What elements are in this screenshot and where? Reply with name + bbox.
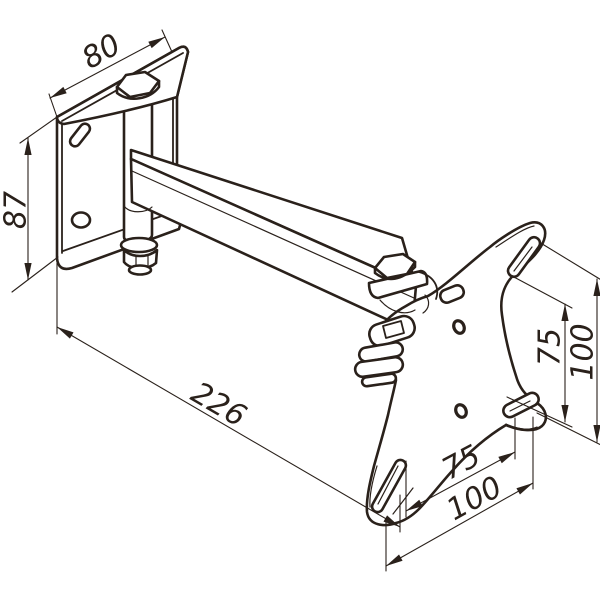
vesa-edge-detail-bottom — [392, 487, 414, 515]
vesa-edge-detail-bottom-left — [369, 465, 378, 508]
elbow-joint — [353, 252, 466, 388]
wall-plate-keyhole-slot — [68, 122, 92, 148]
elbow-bolt-hex-head — [373, 252, 417, 280]
dimension-vesa-vertical-100: 100 — [536, 241, 600, 446]
vesa-hole-lower — [454, 403, 468, 419]
arrowhead — [55, 323, 74, 339]
vesa-plate — [365, 221, 548, 527]
pivot-tube-washer — [119, 236, 159, 254]
arrowhead — [498, 448, 517, 464]
vesa-slot-bottom-left-inner — [377, 465, 399, 505]
extension-line — [538, 241, 600, 280]
dimension-plate-height: 87 — [0, 116, 59, 293]
mounting-bolt-top — [115, 70, 161, 100]
vesa-hole-upper — [452, 319, 466, 335]
extension-line — [161, 29, 173, 53]
extension-line — [11, 256, 59, 293]
arrowhead — [384, 554, 403, 570]
dimension-label-87: 87 — [0, 191, 34, 229]
extension-line — [511, 275, 573, 309]
dimension-line — [385, 482, 534, 567]
arm-sleeve-arc — [123, 205, 153, 213]
top-bolt-hex-head — [115, 70, 161, 99]
vesa-plate-outline — [365, 221, 548, 527]
tilt-clamp-cap — [360, 372, 398, 388]
wall-plate-screw-hole — [70, 211, 92, 229]
elbow-hinge-curve-1 — [418, 271, 439, 300]
arrowhead — [561, 405, 569, 422]
extension-line — [506, 396, 573, 428]
dimension-label-75-vertical: 75 — [533, 328, 568, 366]
extension-line — [536, 412, 600, 446]
elbow-hinge-curve-2 — [422, 294, 430, 314]
elbow-hinge-block — [438, 283, 466, 305]
dimension-label-100-vertical: 100 — [566, 323, 600, 380]
vesa-edge-detail-bottom-right — [505, 423, 538, 430]
support-arm — [123, 148, 418, 333]
arrowhead — [24, 138, 32, 155]
elbow-hinge-curve-3 — [379, 299, 416, 314]
arrowhead — [593, 279, 600, 296]
wall-plate-bottom-flange-edge — [62, 211, 174, 252]
arrowhead — [516, 479, 535, 495]
dimension-line — [56, 326, 401, 528]
extension-line — [19, 116, 58, 144]
dimension-vesa-vertical-75: 75 — [506, 275, 573, 428]
pivot-nut-cap — [127, 264, 153, 276]
vesa-slot-top-right-inner — [513, 246, 533, 272]
arrowhead — [561, 304, 569, 321]
dimension-line — [49, 36, 166, 99]
tilt-barrel-slot — [382, 320, 405, 339]
arrowhead — [148, 33, 167, 49]
dimension-label-80: 80 — [76, 27, 127, 76]
pivot-nut — [122, 248, 159, 270]
dimension-label-226: 226 — [185, 375, 252, 434]
arm-channel-lip — [131, 170, 415, 299]
vesa-edge-detail-top — [495, 225, 535, 248]
vesa-slot-bottom-right-inner — [509, 400, 531, 412]
elbow-washer-plate — [367, 269, 429, 300]
arrowhead — [593, 425, 600, 442]
dimension-line — [405, 451, 516, 512]
